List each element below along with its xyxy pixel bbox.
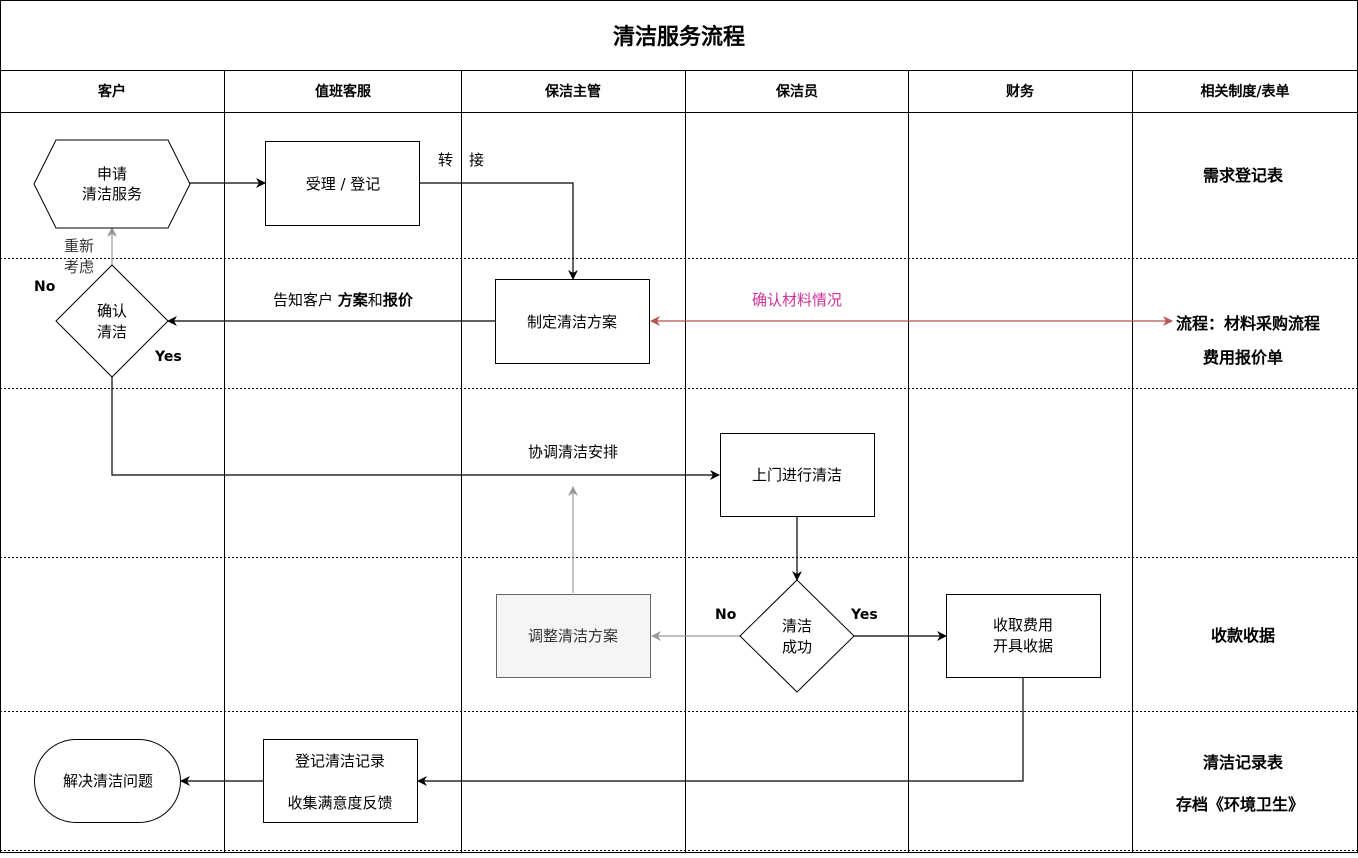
label-transfer-b: 接 [469, 151, 484, 169]
row-dividers [0, 258, 1358, 851]
node-cleaning-success[interactable]: 清洁 成功 [739, 579, 855, 693]
node-record-feedback[interactable]: 登记清洁记录 收集满意度反馈 [263, 739, 418, 823]
label-yes-left: Yes [154, 349, 182, 365]
lane-header-customer: 客户 [97, 83, 126, 100]
hexagon-shape [33, 139, 191, 229]
terminator-shape [34, 739, 181, 823]
node-confirm-line1: 确认 [97, 302, 127, 320]
decision-diamond [739, 579, 855, 693]
lane-header-duty-service: 值班客服 [315, 83, 372, 100]
label-transfer-a: 转 [438, 151, 453, 169]
form-cleaning-record: 清洁记录表 [1203, 753, 1284, 772]
lane-header-cleaning-supervisor: 保洁主管 [544, 83, 601, 100]
node-apply-line1: 申请 [97, 165, 127, 183]
process-box [720, 433, 875, 517]
node-apply-line2: 清洁服务 [82, 185, 142, 203]
edge-labels: 转 接 重新 考虑 No Yes 告知客户 方案和报价 确认材料情况 协调清洁安… [34, 151, 878, 623]
label-no-left: No [34, 279, 56, 295]
lane-headers: 客户 值班客服 保洁主管 保洁员 财务 相关制度/表单 [97, 83, 1290, 100]
forms-column: 需求登记表 流程：材料采购流程 费用报价单 收款收据 清洁记录表 存档《环境卫生… [1176, 166, 1320, 814]
node-make-plan[interactable]: 制定清洁方案 [495, 279, 650, 364]
label-no-right: No [715, 607, 737, 623]
node-confirm-line2: 清洁 [97, 323, 127, 341]
form-archive: 存档《环境卫生》 [1176, 795, 1304, 814]
node-make-plan-label: 制定清洁方案 [527, 313, 617, 331]
node-success-line2: 成功 [782, 638, 812, 656]
node-record-line2: 收集满意度反馈 [287, 794, 392, 812]
connectors [107, 178, 1173, 786]
node-confirm-cleaning[interactable]: 确认 清洁 [55, 264, 169, 378]
label-inform-customer: 告知客户 方案和报价 [273, 291, 414, 309]
node-register-label: 受理 / 登记 [306, 175, 381, 193]
form-receipt: 收款收据 [1211, 626, 1275, 645]
process-box [496, 594, 651, 678]
edge-collect-to-record [417, 678, 1024, 786]
node-adjust-plan[interactable]: 调整清洁方案 [496, 594, 651, 678]
process-box [495, 279, 650, 364]
node-collect-line1: 收取费用 [993, 616, 1053, 634]
node-resolve-issue[interactable]: 解决清洁问题 [34, 739, 181, 823]
node-collect-fee[interactable]: 收取费用 开具收据 [946, 594, 1101, 678]
lane-header-cleaner: 保洁员 [775, 83, 818, 100]
node-visit-label: 上门进行清洁 [752, 466, 842, 484]
node-apply-cleaning[interactable]: 申请 清洁服务 [33, 139, 191, 229]
diagram-title: 清洁服务流程 [613, 24, 745, 50]
label-coordinate: 协调清洁安排 [528, 443, 618, 461]
lane-header-forms: 相关制度/表单 [1200, 83, 1289, 100]
node-collect-line2: 开具收据 [993, 637, 1053, 655]
node-register[interactable]: 受理 / 登记 [265, 141, 420, 226]
lane-header-finance: 财务 [1005, 83, 1035, 100]
edge-register-to-plan [420, 182, 578, 280]
label-reconsider-line2: 考虑 [64, 258, 94, 276]
node-success-line1: 清洁 [782, 617, 812, 635]
node-adjust-label: 调整清洁方案 [528, 627, 618, 645]
decision-diamond [55, 264, 169, 378]
process-box [263, 739, 418, 823]
label-confirm-materials: 确认材料情况 [752, 291, 842, 309]
form-material-purchase-process: 流程：材料采购流程 [1176, 314, 1320, 333]
process-box [946, 594, 1101, 678]
label-reconsider-line1: 重新 [64, 237, 94, 255]
form-quote-sheet: 费用报价单 [1203, 348, 1283, 367]
process-box [265, 141, 420, 226]
edge-confirm-to-visit [111, 377, 720, 480]
node-visit-cleaning[interactable]: 上门进行清洁 [720, 433, 875, 517]
node-resolve-label: 解决清洁问题 [63, 772, 153, 790]
label-yes-right: Yes [850, 607, 878, 623]
node-record-line1: 登记清洁记录 [295, 752, 385, 770]
form-demand-register: 需求登记表 [1203, 166, 1284, 185]
